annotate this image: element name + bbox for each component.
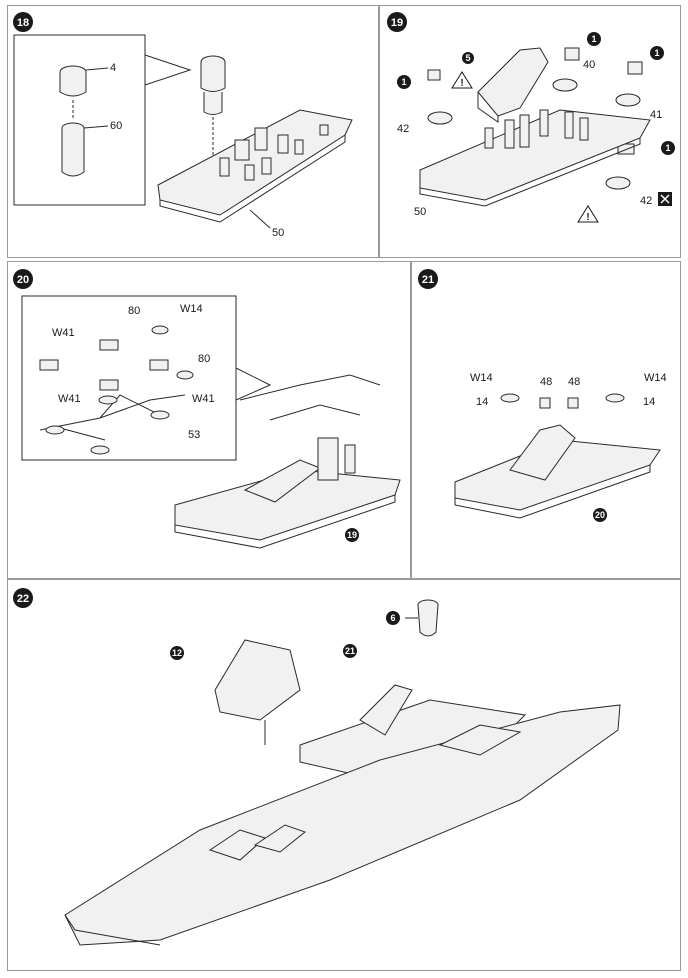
step-22-badge (13, 588, 33, 608)
warning-mark: ! (460, 78, 463, 89)
ref-step-21: 21 (345, 646, 355, 656)
callout-1-a (397, 75, 411, 89)
label-part-14-a: 14 (476, 396, 488, 408)
part-5-funnel (477, 47, 549, 117)
step-19-number: 19 (391, 17, 403, 29)
label-part-6: 6 (390, 613, 395, 623)
ref-step-21-badge (343, 644, 357, 658)
step-22: 22 6 12 21 (13, 588, 621, 946)
label-part-40: 40 (583, 59, 595, 71)
warning-icon-2 (577, 205, 599, 223)
step-18-number: 18 (17, 17, 29, 29)
ship-hull (64, 704, 621, 946)
part-41 (615, 93, 641, 107)
label-part-48-a: 48 (540, 376, 552, 388)
label-part-w41-a: W41 (52, 327, 75, 339)
callout-1-b (587, 32, 601, 46)
part-6 (417, 604, 439, 637)
label-part-4: 4 (110, 62, 116, 74)
step-20-inset (21, 295, 237, 461)
label-part-80-b: 80 (198, 353, 210, 365)
step-20-number: 20 (17, 274, 29, 286)
label-part-53: 53 (188, 429, 200, 441)
label-part-42-a: 42 (397, 123, 409, 135)
label-part-w14: W14 (180, 303, 203, 315)
callout-1-c (650, 46, 664, 60)
label-part-w14-b: W14 (644, 372, 667, 384)
label-part-14-b: 14 (643, 396, 655, 408)
step-18-inset-pointer (144, 54, 192, 86)
label-part-w41-b: W41 (58, 393, 81, 405)
ref-step-19-badge (345, 528, 359, 542)
step-18: 18 4 60 50 (13, 12, 353, 239)
svg-text:1: 1 (401, 77, 406, 87)
ref-step-20-badge (593, 508, 607, 522)
part-42-b (605, 176, 631, 190)
frame-assembled (239, 374, 381, 421)
step-21: 21 W14 48 48 W14 14 14 20 (418, 269, 667, 522)
label-part-80-a: 80 (128, 305, 140, 317)
label-part-w41-c: W41 (192, 393, 215, 405)
part-4 (59, 72, 87, 97)
svg-text:1: 1 (591, 34, 596, 44)
part-53-frame (39, 394, 186, 441)
step-21-panel (411, 261, 681, 579)
label-part-50: 50 (414, 206, 426, 218)
step-19: 19 5 ! 1 1 1 1 40 42 41 42 ! (387, 12, 675, 223)
step-18-panel (7, 5, 379, 258)
label-part-w14-a: W14 (470, 372, 493, 384)
step-21-number: 21 (422, 274, 434, 286)
funnel-assembly (200, 62, 226, 92)
superstructure-12 (214, 639, 301, 721)
step-20: 20 80 W14 W41 80 W41 W41 53 19 (13, 269, 401, 549)
step-19-badge (387, 12, 407, 32)
step-20-badge (13, 269, 33, 289)
callout-1-d (661, 141, 675, 155)
label-part-41: 41 (650, 109, 662, 121)
step-22-panel (7, 579, 681, 971)
warning-icon (451, 71, 473, 89)
ref-step-19: 19 (347, 530, 357, 540)
part-60 (61, 128, 85, 177)
svg-text:1: 1 (665, 143, 670, 153)
part-42-a (427, 111, 453, 125)
svg-text:1: 1 (654, 48, 659, 58)
step-21-badge (418, 269, 438, 289)
svg-text:!: ! (586, 212, 589, 223)
step-18-badge (13, 12, 33, 32)
ref-step-20: 20 (595, 510, 605, 520)
step-18-inset (13, 34, 146, 206)
label-part-50: 50 (272, 227, 284, 239)
label-part-42-b: 42 (640, 195, 652, 207)
label-part-48-b: 48 (568, 376, 580, 388)
ref-step-12: 12 (172, 648, 182, 658)
part-40 (552, 78, 578, 92)
step-19-panel (379, 5, 681, 258)
step-22-number: 22 (17, 593, 29, 605)
label-part-60: 60 (110, 120, 122, 132)
ref-step-12-badge (170, 646, 184, 660)
label-part-5: 5 (465, 53, 470, 63)
step-20-panel (7, 261, 411, 579)
